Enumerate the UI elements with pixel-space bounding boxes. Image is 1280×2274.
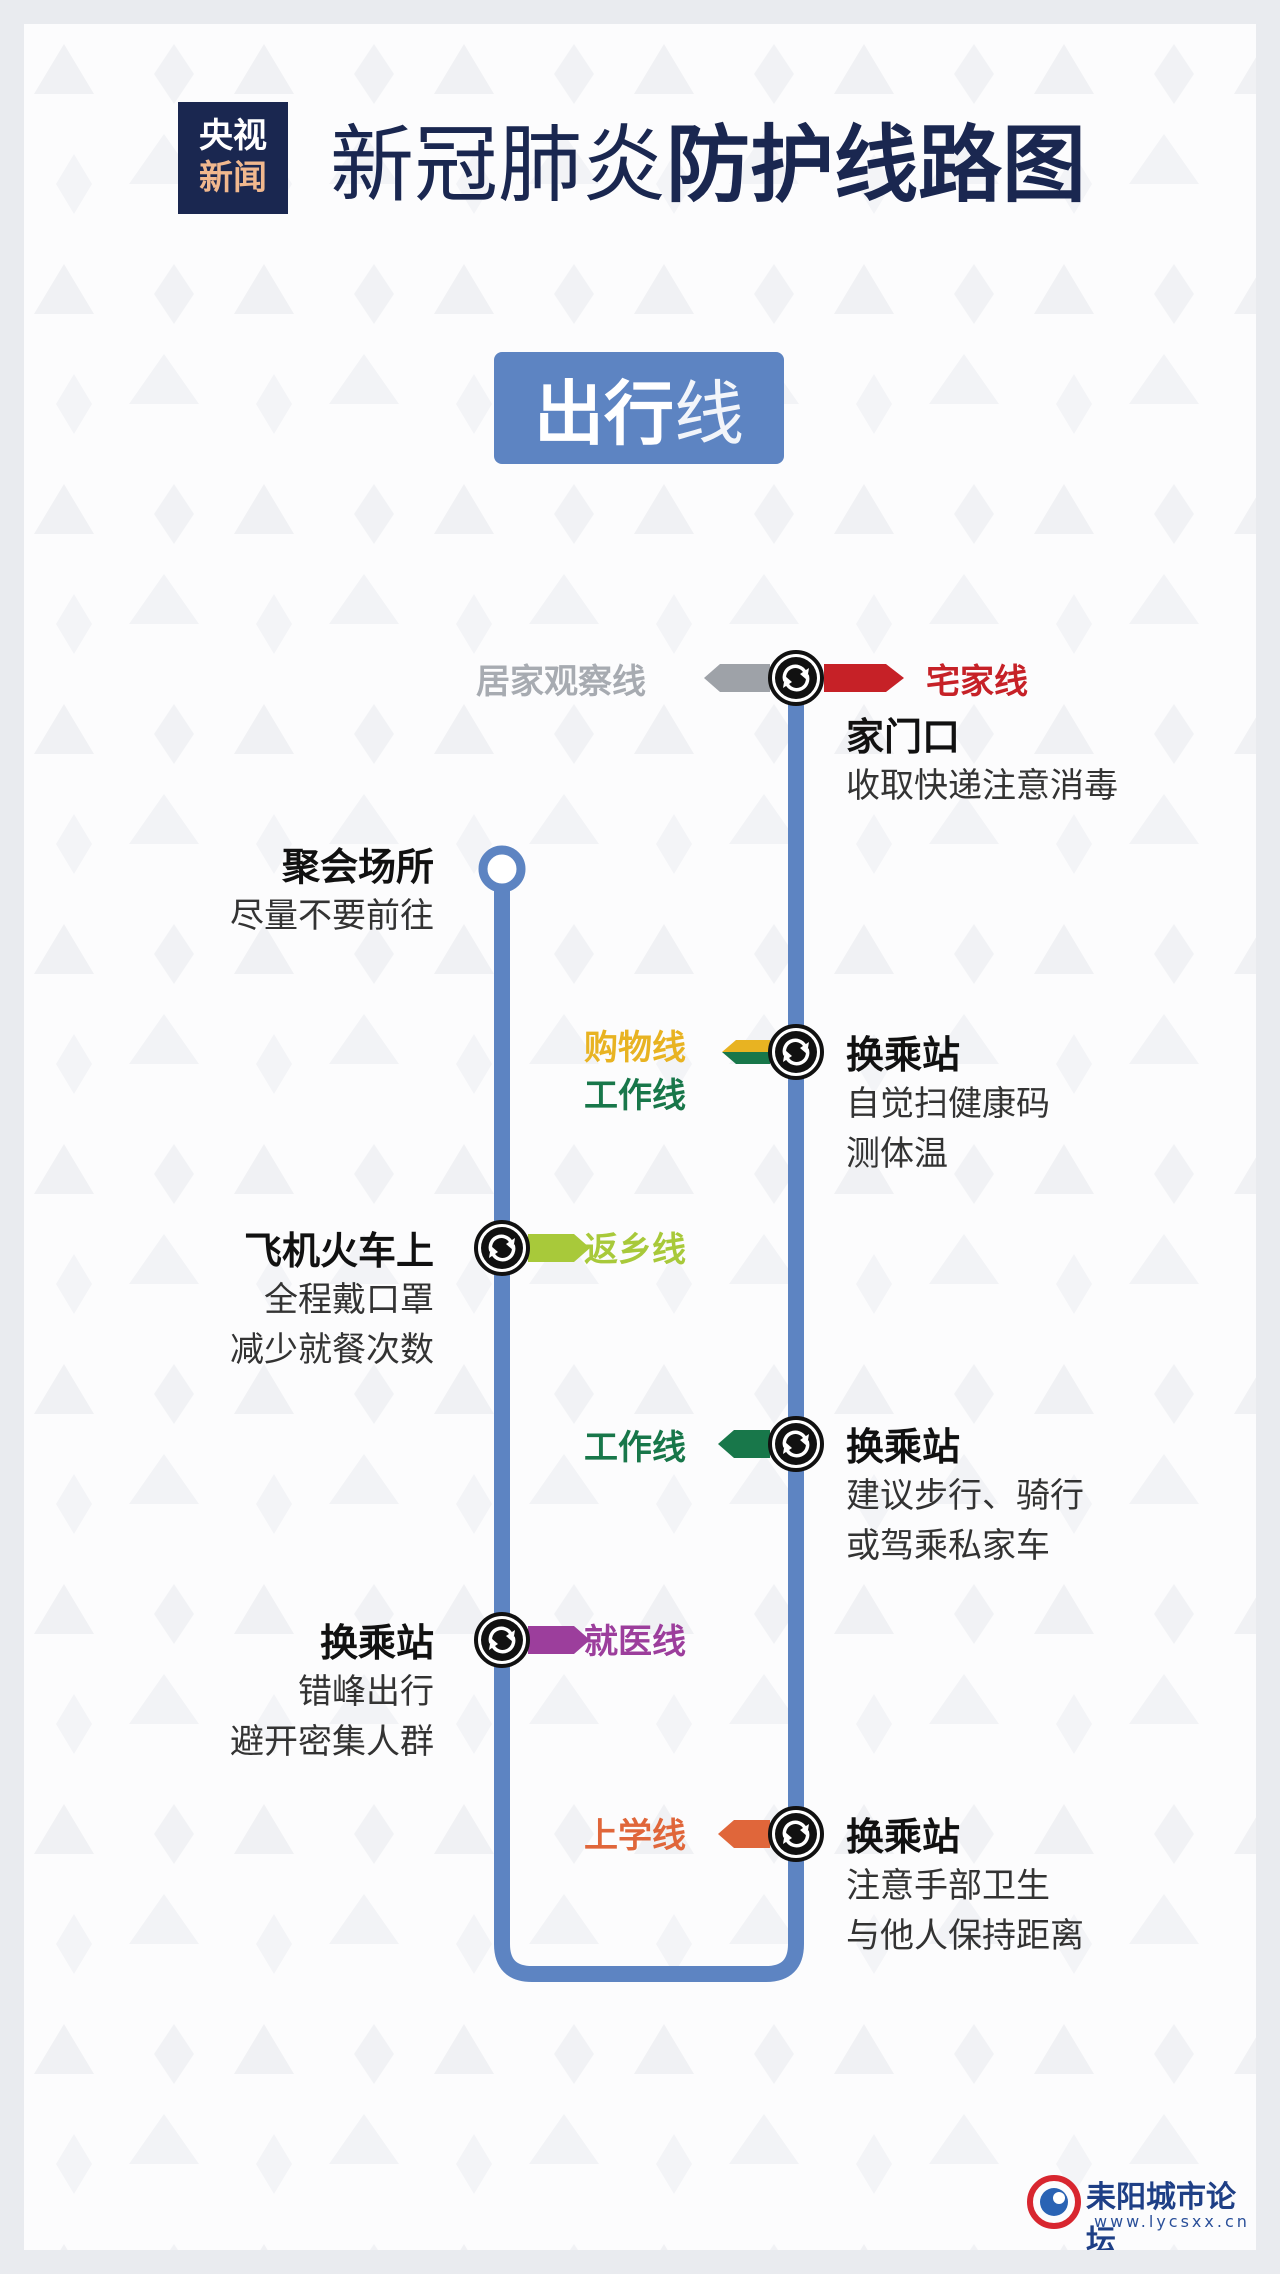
interchange-marker [474, 1220, 530, 1276]
station-tip: 尽量不要前往 [230, 896, 434, 936]
station-tip: 与他人保持距离 [846, 1916, 1084, 1956]
branch-label-return-home: 返乡线 [584, 1230, 686, 1270]
route-line [494, 674, 804, 1982]
station-right-2: 换乘站 自觉扫健康码 测体温 [846, 1024, 1050, 1179]
station-tip: 避开密集人群 [230, 1722, 434, 1762]
station-tip: 收取快递注意消毒 [846, 766, 1118, 806]
page-title-bold: 防护线路图 [666, 115, 1087, 214]
station-name: 换乘站 [846, 1033, 961, 1077]
watermark-url: www.lycsxx.cn [1094, 2212, 1250, 2231]
infographic-page: 央视 新闻 新冠肺炎 防护线路图 出行 线 [24, 24, 1256, 2250]
branch-label-home: 宅家线 [926, 662, 1028, 702]
station-right-1: 家门口 收取快递注意消毒 [846, 706, 1118, 811]
logo-bottom-text: 新闻 [199, 158, 267, 198]
watermark-name: 耒阳城市论坛 [1086, 2180, 1236, 2250]
station-name: 飞机火车上 [243, 1229, 434, 1273]
branch-label-work-1: 工作线 [584, 1076, 686, 1116]
section-badge: 出行 线 [494, 352, 784, 464]
branch-label-medical: 就医线 [584, 1622, 686, 1662]
interchange-marker [768, 1806, 824, 1862]
branch-arrow-work-2 [718, 1430, 770, 1458]
station-tip: 减少就餐次数 [230, 1330, 434, 1370]
station-name: 家门口 [846, 715, 961, 759]
station-right-4: 换乘站 注意手部卫生 与他人保持距离 [846, 1806, 1084, 1961]
station-name: 换乘站 [846, 1425, 961, 1469]
station-left-2: 飞机火车上 全程戴口罩 减少就餐次数 [230, 1220, 434, 1375]
station-tip: 注意手部卫生 [846, 1866, 1050, 1906]
station-left-1: 聚会场所 尽量不要前往 [230, 836, 434, 941]
forum-logo-icon [1027, 2175, 1081, 2229]
station-tip: 全程戴口罩 [264, 1280, 434, 1320]
station-name: 换乘站 [846, 1815, 961, 1859]
branch-arrow-school [718, 1820, 770, 1848]
station-tip: 错峰出行 [298, 1672, 434, 1712]
branch-label-school: 上学线 [584, 1816, 686, 1856]
station-tip: 建议步行、骑行 [846, 1476, 1084, 1516]
page-title-normal: 新冠肺炎 [330, 115, 667, 214]
interchange-marker [474, 1612, 530, 1668]
branch-arrow-medical [528, 1626, 590, 1654]
station-right-3: 换乘站 建议步行、骑行 或驾乘私家车 [846, 1416, 1084, 1571]
branch-label-shopping: 购物线 [584, 1028, 686, 1068]
branch-arrow-return-home [528, 1234, 590, 1262]
page-title: 新冠肺炎 防护线路图 [330, 102, 1086, 214]
route-diagram [474, 650, 904, 1982]
branch-arrow-home-observation [704, 664, 770, 692]
interchange-marker [768, 1024, 824, 1080]
station-left-3: 换乘站 错峰出行 避开密集人群 [230, 1612, 434, 1767]
branch-arrow-work-1 [722, 1052, 770, 1064]
station-tip: 测体温 [846, 1134, 948, 1174]
branch-arrow-shopping [722, 1040, 770, 1052]
branch-label-home-observation: 居家观察线 [476, 662, 646, 702]
station-tip: 或驾乘私家车 [846, 1526, 1050, 1566]
end-station-marker [478, 845, 526, 893]
logo-top-text: 央视 [199, 116, 267, 156]
section-title-light: 线 [674, 372, 744, 455]
section-title-bold: 出行 [534, 372, 674, 455]
interchange-marker [768, 650, 824, 706]
branch-label-work-2: 工作线 [584, 1428, 686, 1468]
station-name: 聚会场所 [281, 845, 434, 889]
station-tip: 自觉扫健康码 [846, 1084, 1050, 1124]
station-name: 换乘站 [319, 1621, 434, 1665]
interchange-marker [768, 1416, 824, 1472]
branch-arrow-home [824, 664, 904, 692]
cctv-news-logo: 央视 新闻 [178, 102, 288, 214]
